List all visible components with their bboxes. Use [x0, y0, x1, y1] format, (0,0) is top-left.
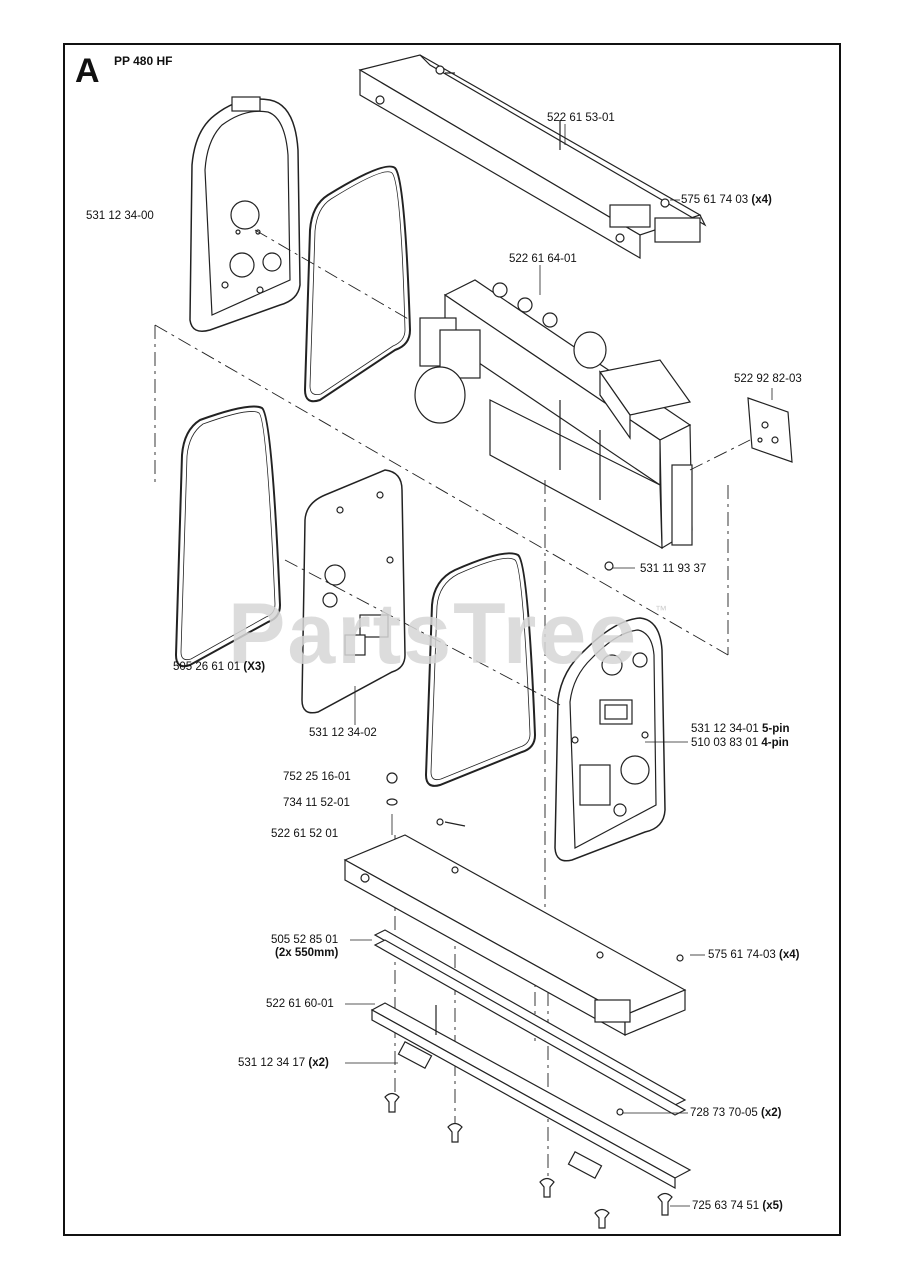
left-outer-panel	[189, 96, 301, 332]
section-letter: A	[75, 52, 100, 90]
part-label[interactable]: 575 61 74 03 (x4)	[681, 194, 772, 206]
part-label[interactable]: 505 52 85 01	[271, 934, 339, 946]
fasteners	[384, 561, 673, 1229]
model-name: PP 480 HF	[114, 54, 173, 68]
inner-panel	[301, 469, 406, 714]
part-label[interactable]: 734 11 52-01	[283, 797, 350, 809]
circuit-board	[747, 397, 793, 463]
gasket-top-center	[303, 165, 412, 403]
part-label[interactable]: 575 61 74-03 (x4)	[708, 949, 800, 961]
part-label[interactable]: 522 92 82-03	[734, 373, 802, 385]
electronics-chassis	[414, 279, 693, 550]
leader-lines	[345, 124, 773, 1207]
base-plate	[343, 818, 687, 1037]
watermark: PartsTree	[228, 586, 639, 682]
gasket-center-lower	[424, 552, 537, 787]
part-label[interactable]: 531 12 34-01 5-pin	[691, 723, 790, 735]
part-label[interactable]: (2x 550mm)	[275, 947, 339, 959]
part-label[interactable]: 522 61 53-01	[547, 112, 615, 124]
watermark-trademark: ™	[655, 603, 667, 617]
part-label[interactable]: 725 63 74 51 (x5)	[692, 1200, 783, 1212]
part-label[interactable]: 522 61 64-01	[509, 253, 577, 265]
guide-rails	[373, 929, 687, 1116]
part-label[interactable]: 505 26 61 01 (X3)	[173, 661, 266, 673]
part-label[interactable]: 531 12 34-02	[309, 727, 377, 739]
part-label[interactable]: 728 73 70-05 (x2)	[690, 1107, 782, 1119]
part-label[interactable]: 531 12 34-00	[86, 210, 154, 222]
part-label[interactable]: 531 11 93 37	[640, 563, 707, 575]
part-label[interactable]: 510 03 83 01 4-pin	[691, 737, 789, 749]
part-label[interactable]: 522 61 52 01	[271, 828, 339, 840]
top-rail	[358, 54, 707, 260]
part-label[interactable]: 522 61 60-01	[266, 998, 334, 1010]
bottom-bar	[370, 1002, 692, 1190]
part-label[interactable]: 752 25 16-01	[283, 771, 351, 783]
diagram-frame	[63, 43, 841, 1236]
part-label[interactable]: 531 12 34 17 (x2)	[238, 1057, 329, 1069]
gasket-left	[174, 405, 282, 668]
right-outer-panel	[554, 617, 666, 862]
